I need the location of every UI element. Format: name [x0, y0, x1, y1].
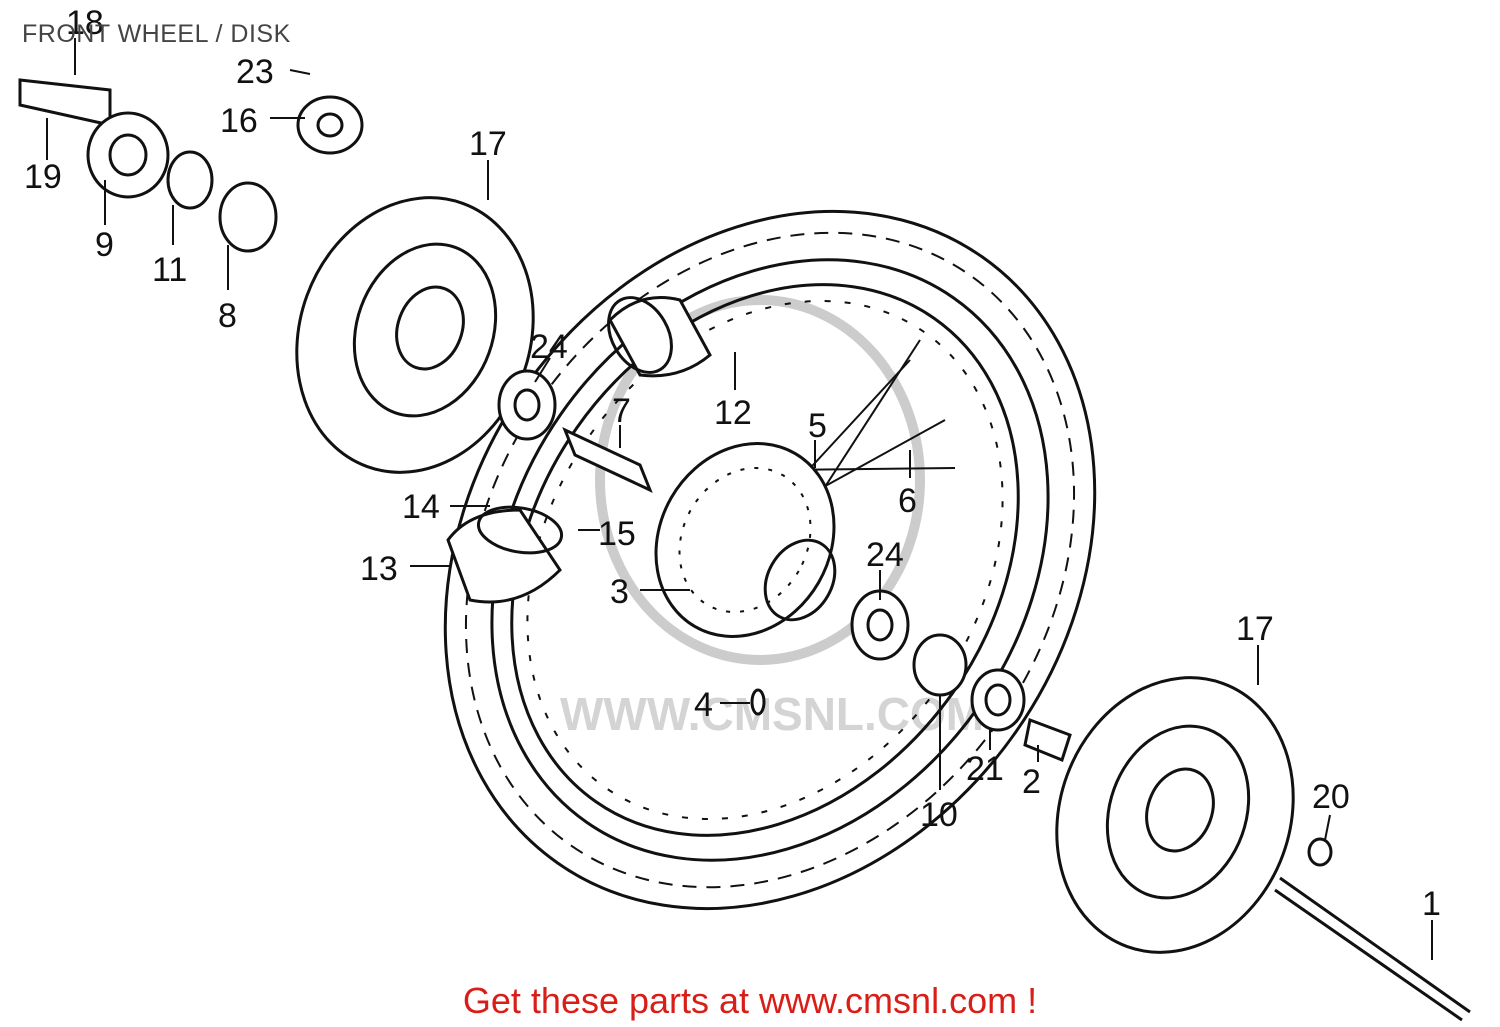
- watermark: WWW.CMSNL.COM: [560, 295, 984, 740]
- callout-3: 3: [610, 573, 629, 611]
- callout-12: 12: [714, 394, 752, 432]
- valve-4: [750, 688, 766, 716]
- callout-16: 16: [220, 102, 258, 140]
- callout-14: 14: [402, 488, 440, 526]
- callout-19: 19: [24, 158, 62, 196]
- callout-4: 4: [694, 686, 713, 724]
- diagram-title: FRONT WHEEL / DISK: [22, 20, 291, 48]
- tube-section-13: [446, 505, 564, 604]
- watermark-text: WWW.CMSNL.COM: [560, 688, 984, 740]
- tire-section-12: [607, 296, 712, 378]
- callout-23: 23: [236, 53, 274, 91]
- callout-17-right: 17: [1236, 610, 1274, 648]
- callout-24-right: 24: [866, 536, 904, 574]
- hub: [654, 442, 837, 638]
- nut-20: [1307, 837, 1333, 867]
- brake-disk-right: [1055, 676, 1295, 954]
- speedo-parts: [18, 78, 364, 253]
- bearing-24a: [497, 369, 557, 441]
- callout-20: 20: [1312, 778, 1350, 816]
- callout-1: 1: [1422, 885, 1441, 923]
- callout-21: 21: [966, 750, 1004, 788]
- oil-seal-21: [970, 668, 1026, 732]
- callout-6: 6: [898, 482, 917, 520]
- axle: [1274, 876, 1471, 1022]
- leader-lines: [46, 38, 1433, 960]
- callout-24-left: 24: [530, 328, 568, 366]
- callout-18: 18: [66, 4, 104, 42]
- callout-13: 13: [360, 550, 398, 588]
- callout-7: 7: [612, 392, 631, 430]
- cta-banner[interactable]: Get these parts at www.cmsnl.com !: [462, 980, 1038, 1021]
- bearing-24b: [850, 589, 910, 661]
- callout-9: 9: [95, 226, 114, 264]
- brake-disk-left: [295, 196, 535, 474]
- callout-labels: 18 19 9 11 8 16 23 17 24 7 12 5 6 14 15 …: [24, 4, 1441, 923]
- callout-5: 5: [808, 407, 827, 445]
- distance-collar-7: [562, 427, 653, 493]
- dust-seal-10: [912, 633, 968, 697]
- callout-11: 11: [152, 251, 187, 289]
- callout-2: 2: [1022, 763, 1041, 801]
- callout-15: 15: [598, 515, 636, 553]
- callout-10: 10: [920, 796, 958, 834]
- callout-8: 8: [218, 297, 237, 335]
- callout-17-left: 17: [469, 125, 507, 163]
- side-collar-2: [1023, 717, 1072, 762]
